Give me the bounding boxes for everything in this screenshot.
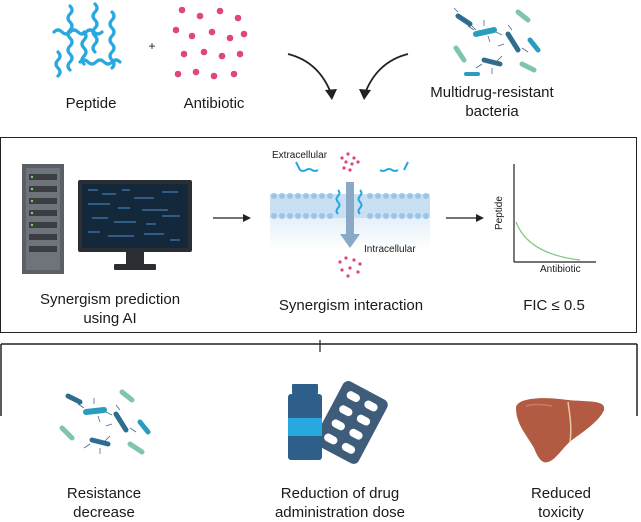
converging-arrows xyxy=(287,53,409,100)
arrow-right-2 xyxy=(446,214,484,222)
peptide-icon xyxy=(52,2,122,78)
antibiotic-molecules-icon xyxy=(172,6,248,80)
arrow-right-1 xyxy=(213,214,251,222)
interaction-label: Synergism interaction xyxy=(278,297,424,314)
dose-label: Reduction of drug administration dose xyxy=(250,484,430,522)
synergism-panel xyxy=(0,137,637,333)
plot-xlabel: Antibiotic xyxy=(540,264,581,275)
plot-ylabel: Peptide xyxy=(494,196,505,230)
bacteria-label-line1: Multidrug-resistant xyxy=(430,84,554,101)
dose-label-line1: Reduction of drug xyxy=(280,485,400,502)
bacteria-icon xyxy=(453,7,541,76)
toxicity-label-line2: toxicity xyxy=(538,504,584,521)
toxicity-label: Reduced toxicity xyxy=(506,484,616,522)
antibiotic-label: Antibiotic xyxy=(183,95,245,112)
computer-ai-icon xyxy=(22,164,192,274)
plus-sign: + xyxy=(148,39,156,53)
bacteria-decrease-icon xyxy=(59,389,151,455)
bacteria-label-line2: bacteria xyxy=(465,103,519,120)
bottom-bracket xyxy=(0,340,638,416)
resistance-label: Resistance decrease xyxy=(44,484,164,522)
dose-label-line2: administration dose xyxy=(274,504,406,521)
prediction-label-line1: Synergism prediction xyxy=(39,291,181,308)
prediction-label-line2: using AI xyxy=(83,310,137,327)
fic-label: FIC ≤ 0.5 xyxy=(523,297,585,314)
extracellular-label: Extracellular xyxy=(272,150,328,161)
peptide-label: Peptide xyxy=(65,95,117,112)
medicine-dose-icon xyxy=(288,381,388,464)
bacteria-label: Multidrug-resistant bacteria xyxy=(410,83,574,121)
prediction-label: Synergism prediction using AI xyxy=(20,290,200,328)
liver-icon xyxy=(516,398,605,463)
resistance-label-line2: decrease xyxy=(73,504,135,521)
resistance-label-line1: Resistance xyxy=(66,485,142,502)
toxicity-label-line1: Reduced xyxy=(530,485,592,502)
isobologram-plot xyxy=(513,164,596,263)
intracellular-label: Intracellular xyxy=(364,244,416,255)
membrane-icon xyxy=(270,152,430,278)
